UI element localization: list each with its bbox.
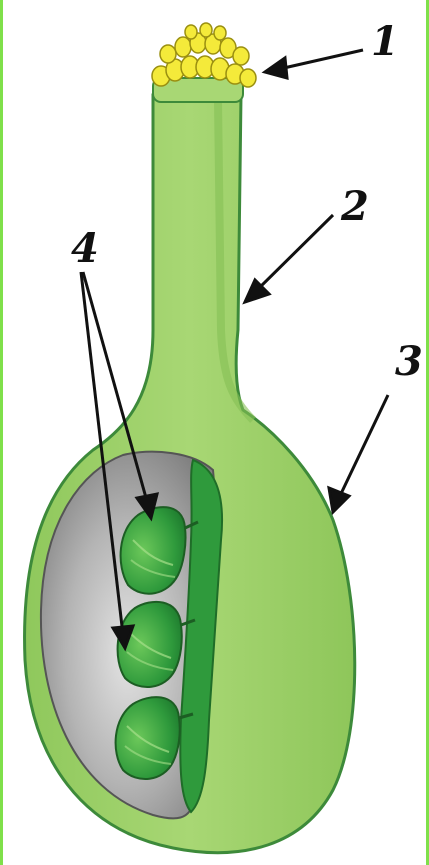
arrowhead-3 bbox=[329, 488, 349, 512]
arrow-1 bbox=[275, 50, 363, 70]
stigma bbox=[152, 23, 256, 102]
arrow-2 bbox=[255, 215, 333, 292]
label-4: 4 bbox=[71, 225, 99, 272]
pistil-illustration: 1 2 3 4 bbox=[3, 0, 429, 865]
arrowhead-1 bbox=[265, 58, 287, 78]
label-1: 1 bbox=[371, 18, 399, 65]
arrow-3 bbox=[338, 395, 388, 500]
pollen-grains bbox=[152, 23, 256, 87]
label-2: 2 bbox=[340, 183, 369, 230]
label-3: 3 bbox=[395, 338, 423, 385]
